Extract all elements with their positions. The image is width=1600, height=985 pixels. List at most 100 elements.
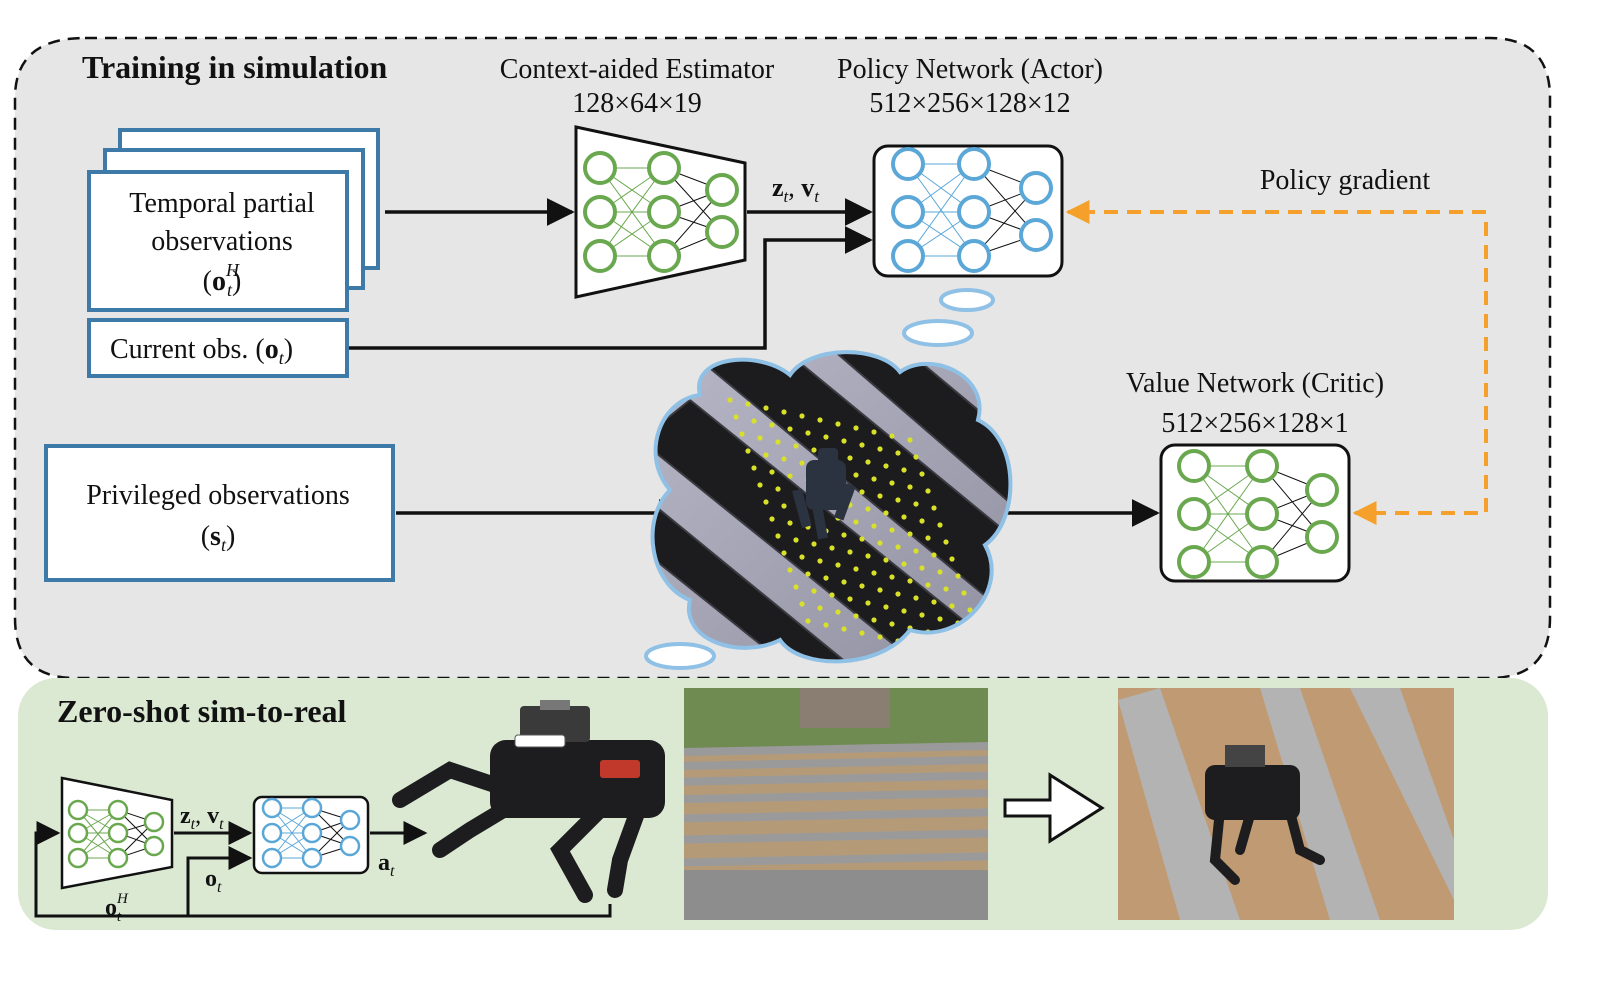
scan-dot (745, 448, 751, 454)
scan-dot (817, 605, 823, 611)
simulation-cloud (650, 350, 1013, 664)
stair-edge (683, 755, 989, 770)
net-node (647, 151, 681, 185)
net-node (705, 215, 739, 249)
temporal-obs-stack (87, 128, 380, 312)
scan-dot (859, 630, 865, 636)
net-connection (599, 167, 665, 257)
net-connection (271, 807, 313, 859)
scan-dot (883, 510, 889, 516)
scan-dot (835, 562, 841, 568)
net-node (67, 799, 89, 821)
scan-dot (871, 523, 877, 529)
scan-dot (853, 566, 859, 572)
scan-dot (835, 421, 841, 427)
critic-name: Value Network (Critic) (1126, 368, 1384, 399)
scan-dot (775, 439, 781, 445)
scan-dot (733, 414, 739, 420)
scan-dot (805, 571, 811, 577)
sim-arrows (349, 198, 1160, 527)
scan-dot (787, 426, 793, 432)
scan-dot (907, 531, 913, 537)
real-arrows (34, 821, 612, 918)
scan-dot (889, 574, 895, 580)
scan-dot (865, 506, 871, 512)
scan-dot (901, 561, 907, 567)
scan-dot (853, 472, 859, 478)
scan-dot (871, 476, 877, 482)
critic-network (1177, 449, 1339, 579)
scan-dot (823, 622, 829, 628)
scan-dot (889, 480, 895, 486)
privileged-obs-label: Privileged observations (86, 480, 350, 511)
real-actor-network (261, 797, 361, 869)
scan-dot (865, 459, 871, 465)
scan-dot (841, 579, 847, 585)
stair-edge (683, 829, 989, 844)
scan-dot (847, 596, 853, 602)
scan-dot (853, 519, 859, 525)
scan-dot (823, 434, 829, 440)
scan-dot (787, 520, 793, 526)
current-obs-label: Current obs. (ot) (110, 334, 293, 368)
scan-dot (745, 401, 751, 407)
scan-dot (943, 586, 949, 592)
scan-dot (823, 575, 829, 581)
net-node (1305, 520, 1339, 554)
scan-dot (907, 437, 913, 443)
net-node (1019, 171, 1053, 205)
scan-dot (787, 473, 793, 479)
scan-dot (805, 618, 811, 624)
scan-dot (895, 497, 901, 503)
stair-edge (683, 742, 989, 756)
scan-dot (937, 522, 943, 528)
actor-name: Policy Network (Actor) (837, 54, 1103, 85)
scan-dot (841, 626, 847, 632)
net-connection (907, 163, 975, 257)
net-connection (1193, 465, 1263, 563)
net-node (891, 195, 925, 229)
scan-dot (841, 532, 847, 538)
net-node (143, 811, 165, 833)
real-robot (392, 700, 665, 903)
scan-dot (781, 503, 787, 509)
scan-dot (781, 409, 787, 415)
scan-dot (853, 613, 859, 619)
scan-dot (811, 541, 817, 547)
scan-dot (739, 431, 745, 437)
net-node (107, 799, 129, 821)
scan-dot (895, 450, 901, 456)
scan-dot (757, 435, 763, 441)
scan-dot (871, 617, 877, 623)
scan-dot (769, 469, 775, 475)
scan-dot (751, 465, 757, 471)
policy-gradient-label: Policy gradient (1260, 165, 1431, 196)
net-node (957, 239, 991, 273)
scan-dot (751, 418, 757, 424)
net-node (891, 239, 925, 273)
scan-dot (871, 429, 877, 435)
scan-dot (913, 595, 919, 601)
scan-dot (811, 447, 817, 453)
scan-dot (931, 552, 937, 558)
scan-dot (781, 550, 787, 556)
scan-dot (901, 467, 907, 473)
net-node (143, 835, 165, 857)
scan-dot (949, 556, 955, 562)
scan-dot (757, 482, 763, 488)
actor-network (891, 147, 1053, 273)
scan-dot (829, 545, 835, 551)
scan-dot (925, 488, 931, 494)
scan-dot (859, 442, 865, 448)
net-node (107, 822, 129, 844)
net-node (647, 239, 681, 273)
scan-dot (871, 570, 877, 576)
net-node (67, 822, 89, 844)
scan-dot (799, 554, 805, 560)
scan-dot (859, 489, 865, 495)
net-node (583, 195, 617, 229)
scan-dot (877, 493, 883, 499)
scan-dot (853, 425, 859, 431)
scan-dot (799, 460, 805, 466)
scan-dot (889, 527, 895, 533)
